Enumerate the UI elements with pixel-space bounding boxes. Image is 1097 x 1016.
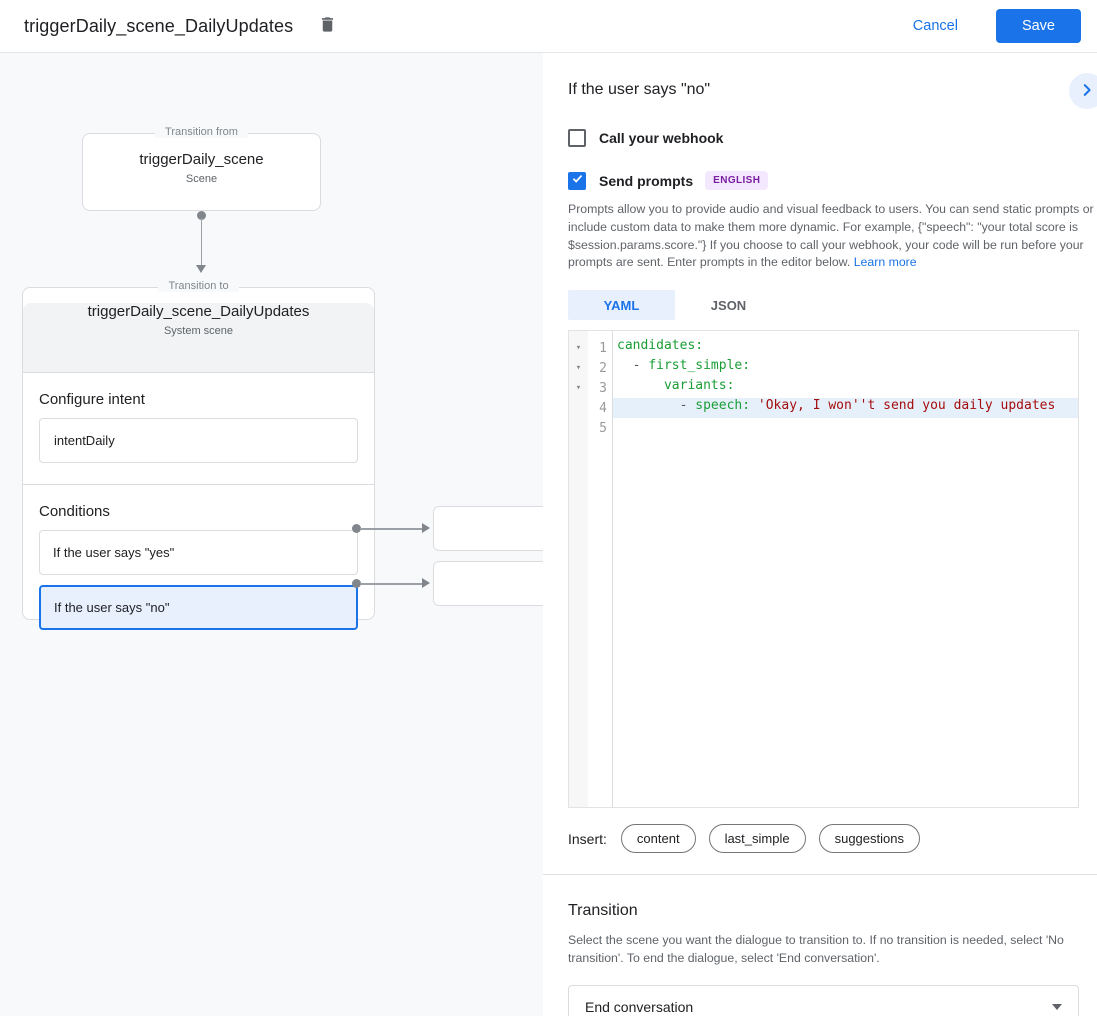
checkmark-icon <box>571 172 584 190</box>
intent-name: intentDaily <box>54 433 115 448</box>
section-divider <box>543 874 1097 876</box>
transition-description: Select the scene you want the dialogue t… <box>568 933 1064 966</box>
card-divider <box>23 484 374 485</box>
code-line-active: - speech: 'Okay, I won''t send you daily… <box>613 398 1078 419</box>
send-prompts-label: Send prompts <box>599 172 694 189</box>
from-scene-subtitle: Scene <box>185 173 218 185</box>
transition-target-box[interactable] <box>433 506 543 551</box>
condition-item-no[interactable]: If the user says "no" <box>39 585 358 630</box>
code-line <box>613 418 1078 438</box>
configure-intent-label: Configure intent <box>39 391 145 408</box>
connector-arrowhead <box>422 578 430 588</box>
code-line: candidates: <box>617 338 704 354</box>
line-number: 5 <box>599 420 607 436</box>
save-button[interactable]: Save <box>995 9 1081 43</box>
condition-label: If the user says "yes" <box>53 545 175 560</box>
fold-toggle-icon[interactable]: ▾ <box>575 363 582 374</box>
send-prompts-checkbox[interactable] <box>568 171 586 190</box>
scene-flow-canvas: Transition from triggerDaily_scene Scene… <box>0 53 543 1016</box>
conditions-label: Conditions <box>39 503 110 520</box>
line-number: 2 <box>599 360 607 376</box>
chevron-right-icon <box>1078 81 1096 102</box>
cancel-button[interactable]: Cancel <box>897 10 974 42</box>
connector-dot <box>197 211 206 220</box>
connector-line <box>360 583 422 585</box>
transition-heading: Transition <box>568 902 638 920</box>
connector-arrowhead <box>196 265 206 273</box>
prompt-code-editor[interactable]: ▾ 1 ▾ 2 ▾ 3 4 5 candidates: - first_simple:… <box>568 330 1079 809</box>
condition-item-yes[interactable]: If the user says "yes" <box>39 530 358 575</box>
insert-chip-suggestions[interactable]: suggestions <box>818 824 920 854</box>
to-scene-header[interactable]: triggerDaily_scene_DailyUpdates System s… <box>23 303 374 373</box>
editor-gutter: ▾ 1 ▾ 2 ▾ 3 4 5 <box>569 331 613 808</box>
insert-chip-content[interactable]: content <box>620 824 696 854</box>
code-line: variants: <box>663 378 735 394</box>
editor-code-area[interactable]: candidates: - first_simple: variants: - … <box>613 331 1078 807</box>
trash-icon <box>318 15 337 37</box>
transition-to-card: Transition to triggerDaily_scene_DailyUp… <box>22 280 375 630</box>
insert-label: Insert: <box>568 830 607 847</box>
dropdown-caret-icon <box>1052 1003 1062 1010</box>
fold-toggle-icon[interactable]: ▾ <box>575 383 582 394</box>
to-scene-title: triggerDaily_scene_DailyUpdates <box>87 303 310 320</box>
connector-dot <box>352 524 361 533</box>
prompts-description: Prompts allow you to provide audio and v… <box>568 202 1094 270</box>
top-bar: triggerDaily_scene_DailyUpdates Cancel S… <box>0 0 1097 53</box>
editor-format-tabs: YAML JSON <box>568 290 1079 321</box>
tab-json[interactable]: JSON <box>710 297 747 313</box>
fold-toggle-icon[interactable]: ▾ <box>575 343 582 354</box>
code-line: - first_simple: <box>617 358 751 374</box>
send-prompts-row: Send prompts ENGLISH <box>568 171 1079 190</box>
transition-target-box[interactable] <box>433 561 543 606</box>
call-webhook-checkbox[interactable] <box>568 129 586 147</box>
learn-more-link[interactable]: Learn more <box>853 255 917 270</box>
condition-detail-panel: If the user says "no" Call your webhook <box>543 53 1097 1016</box>
language-badge: ENGLISH <box>705 171 769 190</box>
connector-line <box>360 528 422 530</box>
line-number: 4 <box>599 400 607 416</box>
tab-yaml[interactable]: YAML <box>568 290 675 321</box>
line-number: 3 <box>599 380 607 396</box>
from-scene-title: triggerDaily_scene <box>139 151 264 168</box>
webhook-row: Call your webhook <box>568 129 1079 147</box>
connector-arrowhead <box>422 523 430 533</box>
intent-item[interactable]: intentDaily <box>39 418 358 463</box>
transition-from-legend: Transition from <box>83 126 320 138</box>
connector-line <box>200 218 202 266</box>
to-scene-subtitle: System scene <box>163 325 234 337</box>
transition-selected-value: End conversation <box>585 998 694 1015</box>
panel-title: If the user says "no" <box>568 81 711 98</box>
insert-chip-last-simple[interactable]: last_simple <box>708 824 806 854</box>
condition-label: If the user says "no" <box>54 600 170 615</box>
connector-dot <box>352 579 361 588</box>
line-number: 1 <box>599 340 607 356</box>
insert-row: Insert: content last_simple suggestions <box>568 824 1079 854</box>
transition-to-legend: Transition to <box>23 280 374 292</box>
collapse-panel-button[interactable] <box>1069 73 1097 109</box>
transition-from-card[interactable]: Transition from triggerDaily_scene Scene <box>82 126 321 211</box>
delete-button[interactable] <box>311 10 343 42</box>
page-title: triggerDaily_scene_DailyUpdates <box>24 15 294 36</box>
call-webhook-label: Call your webhook <box>599 130 724 146</box>
transition-select[interactable]: End conversation <box>568 984 1079 1016</box>
